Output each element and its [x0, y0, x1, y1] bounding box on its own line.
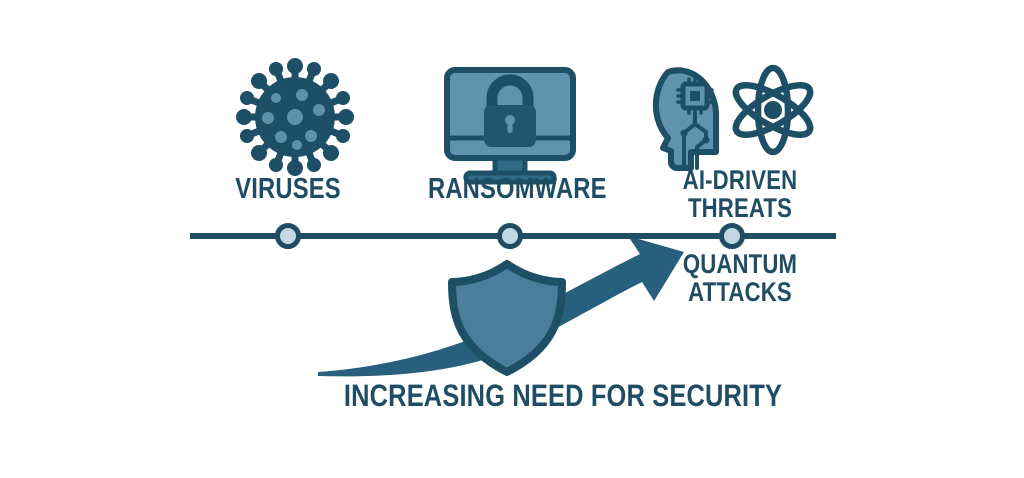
stage-label-viruses: VIRUSES: [235, 173, 341, 205]
ai-head-chip-icon: [652, 67, 719, 171]
marker-viruses[interactable]: [275, 223, 301, 249]
marker-ransomware[interactable]: [497, 223, 523, 249]
shield-icon: [448, 260, 566, 376]
padlock-icon: [484, 74, 536, 147]
stage-label-ai-driven-threats: AI-DRIVEN THREATS: [682, 165, 798, 223]
marker-ai[interactable]: [719, 223, 745, 249]
virus-spots: [262, 89, 325, 150]
stage-label-ransomware: RANSOMWARE: [428, 173, 607, 205]
monitor-lock-icon: [444, 67, 576, 185]
growth-caption: INCREASING NEED FOR SECURITY: [343, 378, 783, 413]
atom-icon: [732, 64, 814, 156]
threat-evolution-timeline: [190, 223, 836, 249]
virus-icon: [236, 58, 354, 176]
stage-label-quantum-attacks: QUANTUM ATTACKS: [682, 249, 798, 307]
